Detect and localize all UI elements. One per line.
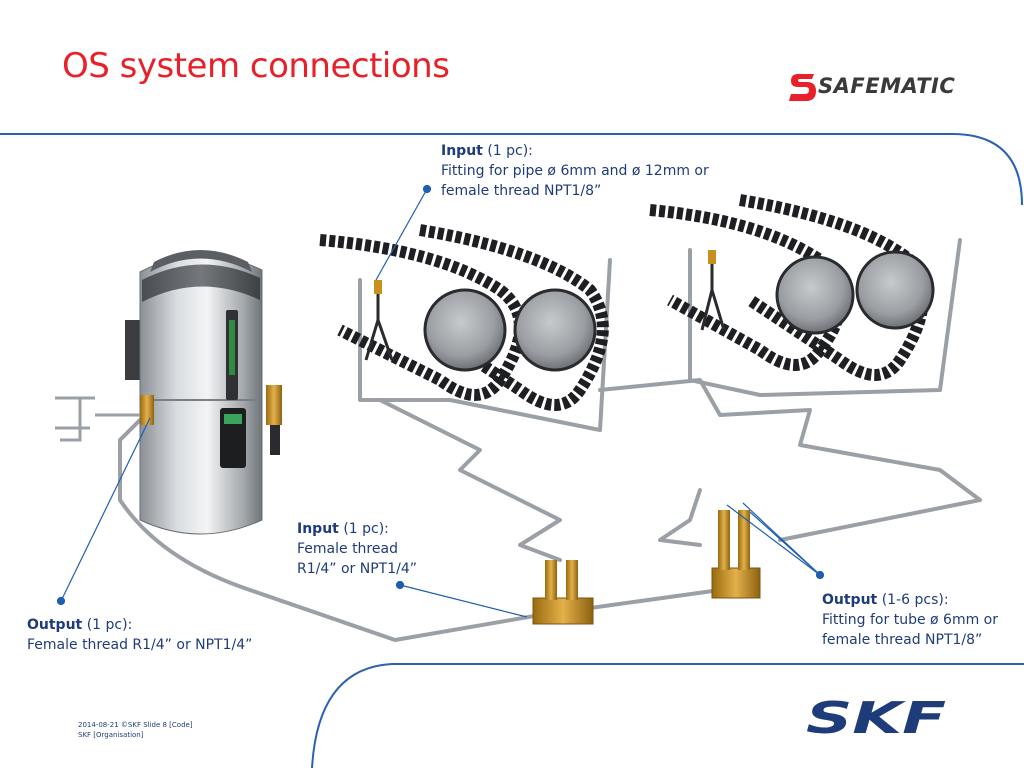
callout-output-left-label: Output bbox=[27, 617, 83, 633]
callout-output-right-line2: female thread NPT1/8” bbox=[822, 632, 983, 648]
callout-input-top: Input (1 pc): Fitting for pipe ø 6mm and… bbox=[441, 141, 709, 201]
callout-input-top-line2: female thread NPT1/8” bbox=[441, 183, 602, 199]
safematic-wordmark: SAFEMATIC bbox=[818, 74, 956, 98]
callout-input-middle-line1: Female thread bbox=[297, 541, 398, 557]
callout-input-top-line1: Fitting for pipe ø 6mm and ø 12mm or bbox=[441, 163, 709, 179]
brush-nozzle-left bbox=[364, 280, 394, 361]
brush-nozzle-right bbox=[700, 250, 726, 331]
callout-input-top-count: (1 pc): bbox=[487, 143, 533, 159]
footer-line1: 2014-08-21 ©SKF Slide 8 [Code] bbox=[78, 721, 193, 729]
footer-line2: SKF [Organisation] bbox=[78, 731, 144, 739]
safematic-logo: SAFEMATIC bbox=[788, 68, 968, 108]
lubrication-pipes bbox=[118, 238, 982, 642]
callout-output-left-count: (1 pc): bbox=[86, 617, 133, 633]
callout-input-middle-label: Input bbox=[297, 521, 339, 537]
footer: 2014-08-21 ©SKF Slide 8 [Code] SKF [Orga… bbox=[78, 720, 193, 740]
callout-output-right-count: (1-6 pcs): bbox=[881, 592, 949, 608]
callout-leaders bbox=[56, 184, 825, 618]
callout-output-right-label: Output bbox=[822, 592, 878, 608]
distributor-block-right bbox=[711, 510, 761, 599]
page-title: OS system connections bbox=[62, 46, 450, 86]
skf-wordmark: SKF bbox=[806, 700, 946, 736]
lubricator-unit bbox=[55, 250, 282, 535]
callout-input-middle: Input (1 pc): Female thread R1/4” or NPT… bbox=[297, 519, 417, 579]
chain-drive-right bbox=[649, 194, 935, 381]
callout-input-top-label: Input bbox=[441, 143, 483, 159]
callout-input-middle-count: (1 pc): bbox=[343, 521, 389, 537]
safematic-s-icon bbox=[789, 74, 816, 101]
callout-input-middle-line2: R1/4” or NPT1/4” bbox=[297, 561, 417, 577]
chain-drive-left bbox=[319, 224, 609, 411]
callout-output-right-line1: Fitting for tube ø 6mm or bbox=[822, 612, 998, 628]
skf-logo: SKF bbox=[806, 700, 946, 736]
callout-output-left-line1: Female thread R1/4” or NPT1/4” bbox=[27, 637, 253, 653]
callout-output-left: Output (1 pc): Female thread R1/4” or NP… bbox=[27, 615, 252, 655]
distributor-block-middle bbox=[532, 560, 594, 625]
callout-output-right: Output (1-6 pcs): Fitting for tube ø 6mm… bbox=[822, 590, 998, 650]
